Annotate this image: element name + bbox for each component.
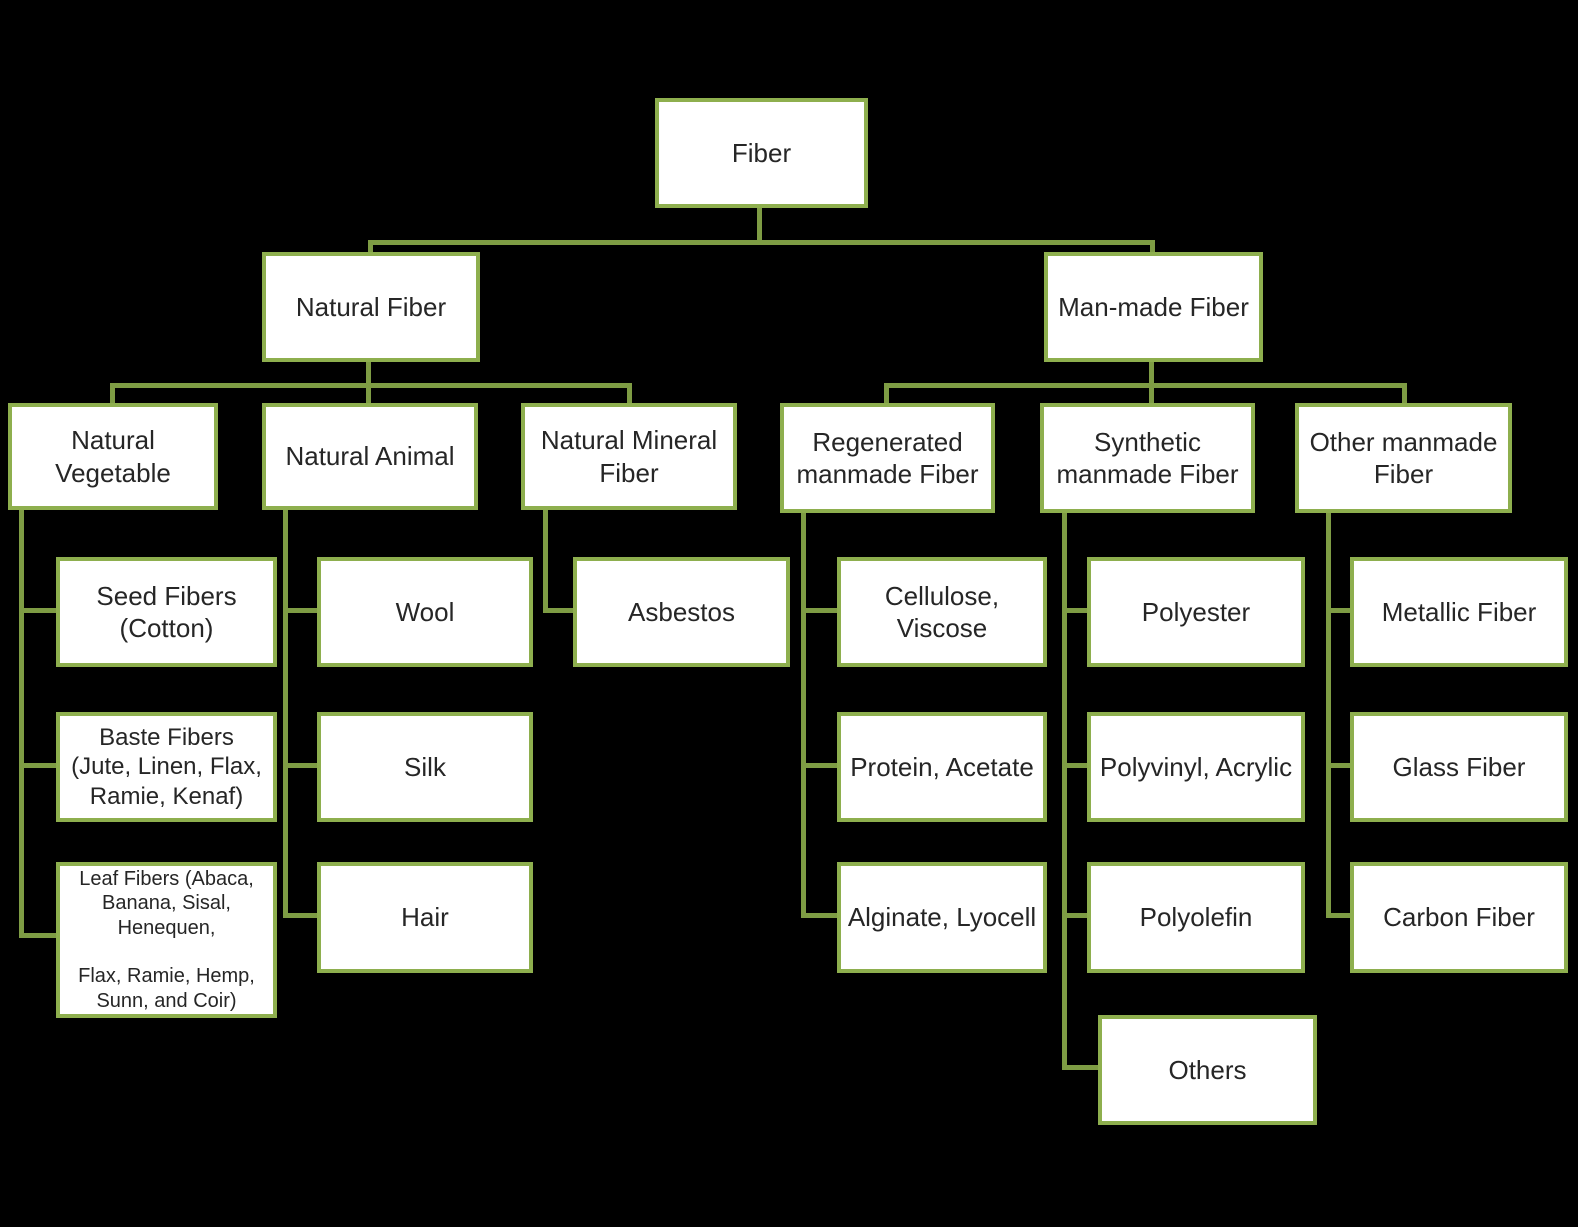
node-glass-fiber: Glass Fiber (1350, 712, 1568, 822)
natural-fiber-label: Natural Fiber (295, 291, 447, 322)
hair-label: Hair (401, 902, 449, 933)
baste-fibers-label: Baste Fibers (Jute, Linen, Flax, Ramie, … (71, 724, 262, 810)
others-label: Others (1168, 1054, 1247, 1085)
connector-line (1062, 913, 1087, 918)
node-polyester: Polyester (1087, 557, 1305, 667)
connector-line (1149, 362, 1154, 388)
connector-line (283, 913, 317, 918)
natural-mineral-fiber-label: Natural Mineral Fiber (540, 425, 718, 488)
connector-line (801, 913, 837, 918)
silk-label: Silk (404, 751, 446, 782)
regenerated-manmade-fiber-label: Regenerated manmade Fiber (796, 426, 979, 490)
leaf-fibers-label: Leaf Fibers (Abaca, Banana, Sisal, Heneq… (78, 867, 255, 1012)
protein-acetate-label: Protein, Acetate (850, 751, 1034, 782)
connector-line (1062, 608, 1087, 613)
connector-line (366, 362, 371, 388)
node-metallic-fiber: Metallic Fiber (1350, 557, 1568, 667)
connector-line (884, 383, 1407, 388)
connector-line (1326, 763, 1350, 768)
alginate-lyocell-label: Alginate, Lyocell (847, 902, 1037, 933)
node-natural-animal: Natural Animal (262, 403, 478, 510)
cellulose-viscose-label: Cellulose, Viscose (884, 580, 1000, 644)
connector-line (110, 383, 115, 403)
connector-line (801, 608, 837, 613)
connector-line (19, 510, 24, 938)
node-cellulose-viscose: Cellulose, Viscose (837, 557, 1047, 667)
node-seed-fibers: Seed Fibers (Cotton) (56, 557, 277, 667)
node-carbon-fiber: Carbon Fiber (1350, 862, 1568, 973)
node-silk: Silk (317, 712, 533, 822)
node-natural-vegetable: Natural Vegetable (8, 403, 218, 510)
polyester-label: Polyester (1141, 596, 1251, 627)
connector-line (1326, 913, 1350, 918)
connector-line (1326, 513, 1331, 918)
connector-line (757, 208, 762, 245)
man-made-fiber-label: Man-made Fiber (1058, 291, 1249, 322)
natural-vegetable-label: Natural Vegetable (55, 425, 171, 488)
node-regenerated-manmade-fiber: Regenerated manmade Fiber (780, 403, 995, 513)
node-others: Others (1098, 1015, 1317, 1125)
natural-animal-label: Natural Animal (285, 441, 455, 472)
wool-label: Wool (395, 596, 455, 627)
connector-line (283, 608, 317, 613)
connector-line (543, 510, 548, 613)
connector-line (801, 513, 806, 918)
node-other-manmade-fiber: Other manmade Fiber (1295, 403, 1512, 513)
connector-line (884, 383, 889, 403)
fiber-label: Fiber (731, 137, 792, 168)
node-leaf-fibers: Leaf Fibers (Abaca, Banana, Sisal, Heneq… (56, 862, 277, 1018)
connector-line (1149, 383, 1154, 403)
node-natural-fiber: Natural Fiber (262, 252, 480, 362)
connector-line (19, 763, 56, 768)
node-baste-fibers: Baste Fibers (Jute, Linen, Flax, Ramie, … (56, 712, 277, 822)
node-wool: Wool (317, 557, 533, 667)
node-man-made-fiber: Man-made Fiber (1044, 252, 1263, 362)
connector-line (1326, 608, 1350, 613)
node-synthetic-manmade-fiber: Synthetic manmade Fiber (1040, 403, 1255, 513)
connector-line (1402, 383, 1407, 403)
node-natural-mineral-fiber: Natural Mineral Fiber (521, 403, 737, 510)
connector-line (283, 763, 317, 768)
other-manmade-fiber-label: Other manmade Fiber (1309, 426, 1498, 490)
metallic-fiber-label: Metallic Fiber (1381, 596, 1537, 627)
seed-fibers-label: Seed Fibers (Cotton) (96, 580, 237, 644)
carbon-fiber-label: Carbon Fiber (1383, 902, 1535, 933)
asbestos-label: Asbestos (628, 596, 735, 627)
node-polyolefin: Polyolefin (1087, 862, 1305, 973)
connector-line (1150, 240, 1155, 252)
connector-line (19, 933, 56, 938)
node-alginate-lyocell: Alginate, Lyocell (837, 862, 1047, 973)
connector-line (368, 240, 1155, 245)
glass-fiber-label: Glass Fiber (1392, 751, 1526, 782)
connector-line (801, 763, 837, 768)
node-hair: Hair (317, 862, 533, 973)
polyvinyl-acrylic-label: Polyvinyl, Acrylic (1099, 751, 1293, 782)
synthetic-manmade-fiber-label: Synthetic manmade Fiber (1056, 426, 1239, 490)
connector-line (1062, 513, 1067, 1070)
connector-line (283, 510, 288, 918)
node-asbestos: Asbestos (573, 557, 790, 667)
connector-line (366, 383, 371, 403)
node-protein-acetate: Protein, Acetate (837, 712, 1047, 822)
polyolefin-label: Polyolefin (1139, 902, 1253, 933)
connector-line (543, 608, 573, 613)
node-fiber: Fiber (655, 98, 868, 208)
connector-line (1062, 1065, 1098, 1070)
connector-line (627, 383, 632, 403)
connector-line (19, 608, 56, 613)
connector-line (1062, 763, 1087, 768)
connector-line (368, 240, 373, 252)
node-polyvinyl-acrylic: Polyvinyl, Acrylic (1087, 712, 1305, 822)
connector-line (110, 383, 632, 388)
